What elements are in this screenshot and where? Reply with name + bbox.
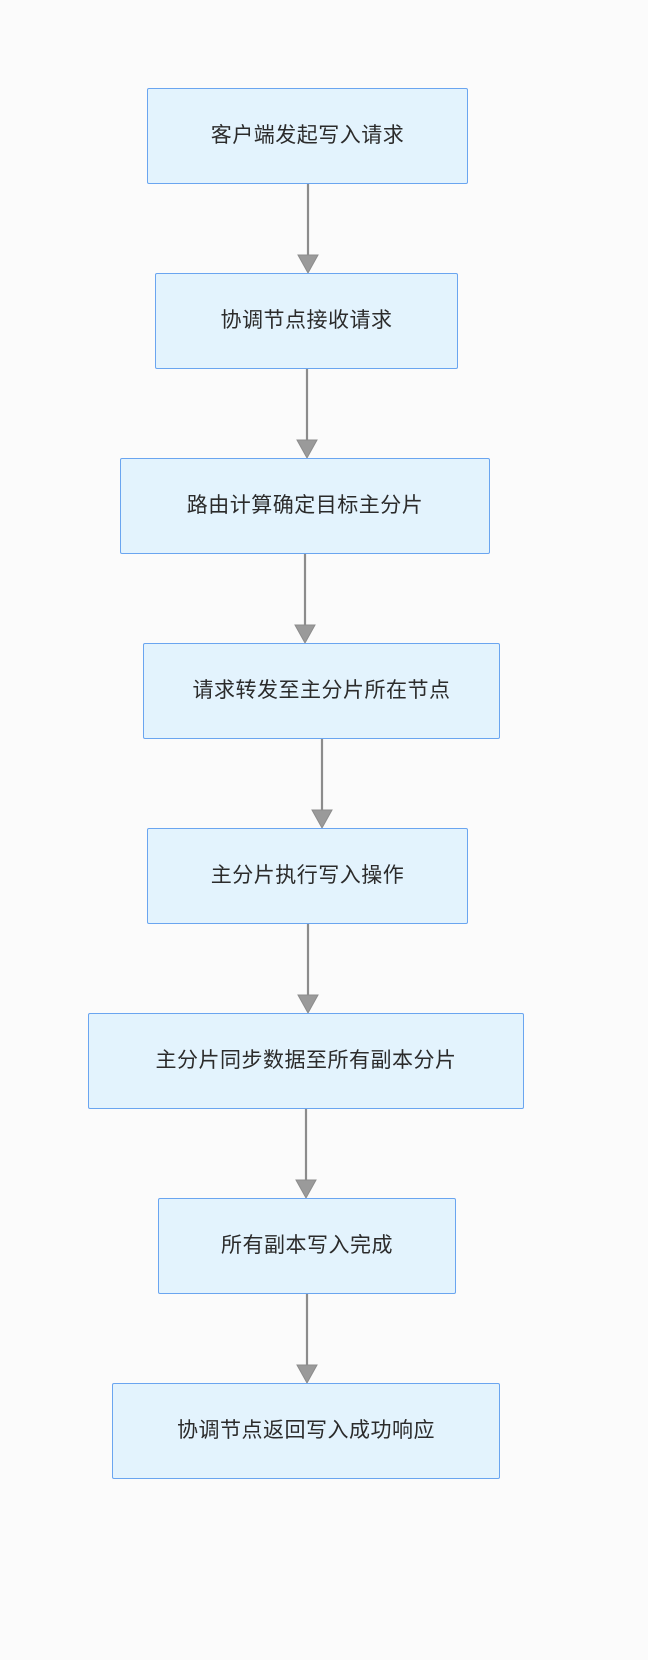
flow-edge-e4 <box>311 739 333 830</box>
flow-node-label: 客户端发起写入请求 <box>210 124 405 148</box>
flow-node-n6[interactable]: 主分片同步数据至所有副本分片 <box>88 1013 524 1109</box>
arrow-head-icon <box>297 254 319 275</box>
flow-node-n3[interactable]: 路由计算确定目标主分片 <box>120 458 490 554</box>
flow-node-n8[interactable]: 协调节点返回写入成功响应 <box>112 1383 500 1479</box>
flow-node-n5[interactable]: 主分片执行写入操作 <box>147 828 468 924</box>
flow-edge-e7 <box>296 1294 318 1385</box>
flow-node-n7[interactable]: 所有副本写入完成 <box>158 1198 456 1294</box>
flow-edge-e1 <box>297 184 319 275</box>
flow-node-n2[interactable]: 协调节点接收请求 <box>155 273 458 369</box>
flow-node-label: 协调节点接收请求 <box>220 309 393 333</box>
arrow-head-icon <box>295 1179 317 1200</box>
arrow-head-icon <box>294 624 316 645</box>
flow-node-label: 主分片同步数据至所有副本分片 <box>155 1049 457 1073</box>
arrow-head-icon <box>297 994 319 1015</box>
flow-edge-e5 <box>297 924 319 1015</box>
flow-node-label: 路由计算确定目标主分片 <box>186 494 424 518</box>
flow-node-label: 请求转发至主分片所在节点 <box>192 679 451 703</box>
flow-edge-e6 <box>295 1109 317 1200</box>
flow-node-label: 所有副本写入完成 <box>221 1234 393 1258</box>
arrow-head-icon <box>296 1364 318 1385</box>
flow-node-n1[interactable]: 客户端发起写入请求 <box>147 88 468 184</box>
arrow-head-icon <box>296 439 318 460</box>
flow-edge-e2 <box>296 369 318 460</box>
flow-node-n4[interactable]: 请求转发至主分片所在节点 <box>143 643 500 739</box>
flow-edge-e3 <box>294 554 316 645</box>
arrow-head-icon <box>311 809 333 830</box>
flow-node-label: 协调节点返回写入成功响应 <box>177 1419 435 1443</box>
flow-node-label: 主分片执行写入操作 <box>210 864 405 888</box>
